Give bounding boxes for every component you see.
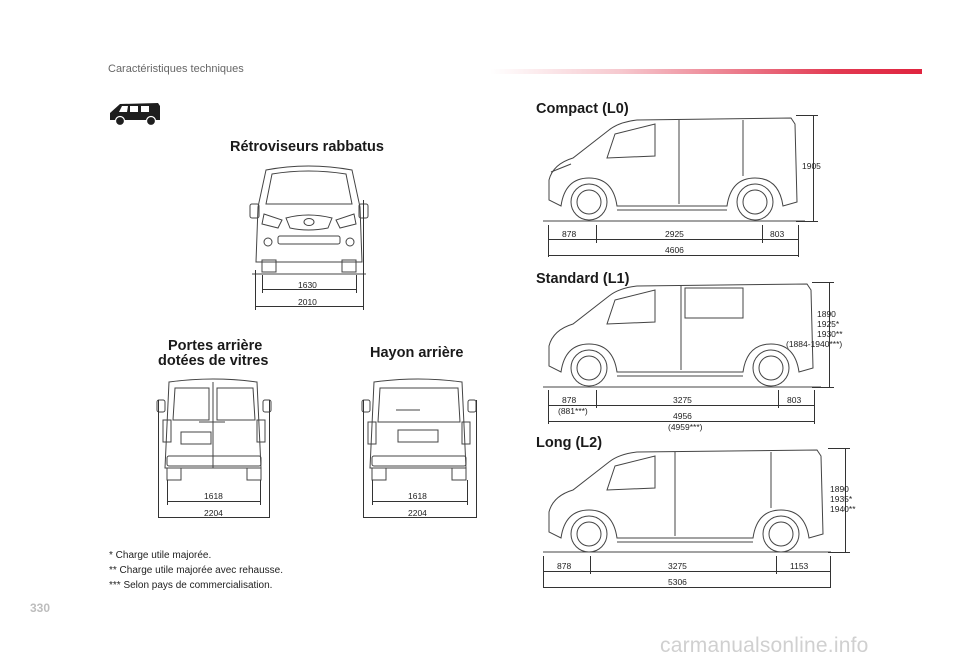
standard-height: 1890 1925* 1930** <box>817 309 843 339</box>
compact-front-overhang: 878 <box>562 229 577 239</box>
long-side-drawing <box>543 449 831 553</box>
mirrors-heading: Rétroviseurs rabbatus <box>230 139 384 155</box>
rear-doors-inner-width: 1618 <box>204 491 223 501</box>
long-wheelbase: 3275 <box>668 561 687 571</box>
front-inner-width: 1630 <box>298 280 317 290</box>
tailgate-outer-width: 2204 <box>408 508 427 518</box>
compact-length: 4606 <box>665 245 684 255</box>
standard-side-drawing <box>543 283 821 388</box>
standard-front-overhang: 878 <box>562 395 577 405</box>
header-accent-line <box>490 69 922 74</box>
standard-front-overhang-alt: (881***) <box>558 406 588 416</box>
standard-heading: Standard (L1) <box>536 271 630 287</box>
long-rear-overhang: 1153 <box>790 561 809 571</box>
rear-doors-drawing <box>156 378 272 481</box>
compact-wheelbase: 2925 <box>665 229 684 239</box>
footnote-2: ** Charge utile majorée avec rehausse. <box>109 565 283 576</box>
tailgate-inner-width: 1618 <box>408 491 427 501</box>
compact-side-drawing <box>543 117 805 222</box>
section-title: Caractéristiques techniques <box>108 63 244 75</box>
long-heading: Long (L2) <box>536 435 603 451</box>
standard-wheelbase: 3275 <box>673 395 692 405</box>
long-front-overhang: 878 <box>557 561 572 571</box>
rear-doors-heading-1: Portes arrière <box>168 338 263 354</box>
standard-height-range: (1884-1940***) <box>786 339 843 349</box>
page-number: 330 <box>30 601 51 615</box>
rear-doors-outer-width: 2204 <box>204 508 223 518</box>
front-outer-width: 2010 <box>298 297 317 307</box>
standard-length: 4956 <box>673 411 692 421</box>
watermark: carmanualsonline.info <box>660 634 869 657</box>
van-icon <box>110 103 160 127</box>
rear-doors-heading-2: dotées de vitres <box>158 353 269 369</box>
footnote-1: * Charge utile majorée. <box>109 550 212 561</box>
footnote-3: *** Selon pays de commercialisation. <box>109 580 273 591</box>
tailgate-drawing <box>361 378 477 481</box>
long-height: 1890 1935* 1940** <box>830 484 856 514</box>
compact-heading: Compact (L0) <box>536 101 629 117</box>
tailgate-heading: Hayon arrière <box>370 345 464 361</box>
compact-height: 1905 <box>802 161 821 171</box>
standard-length-alt: (4959***) <box>668 422 703 432</box>
compact-rear-overhang: 803 <box>770 229 785 239</box>
standard-rear-overhang: 803 <box>787 395 802 405</box>
front-view-drawing <box>249 165 369 275</box>
long-length: 5306 <box>668 577 687 587</box>
